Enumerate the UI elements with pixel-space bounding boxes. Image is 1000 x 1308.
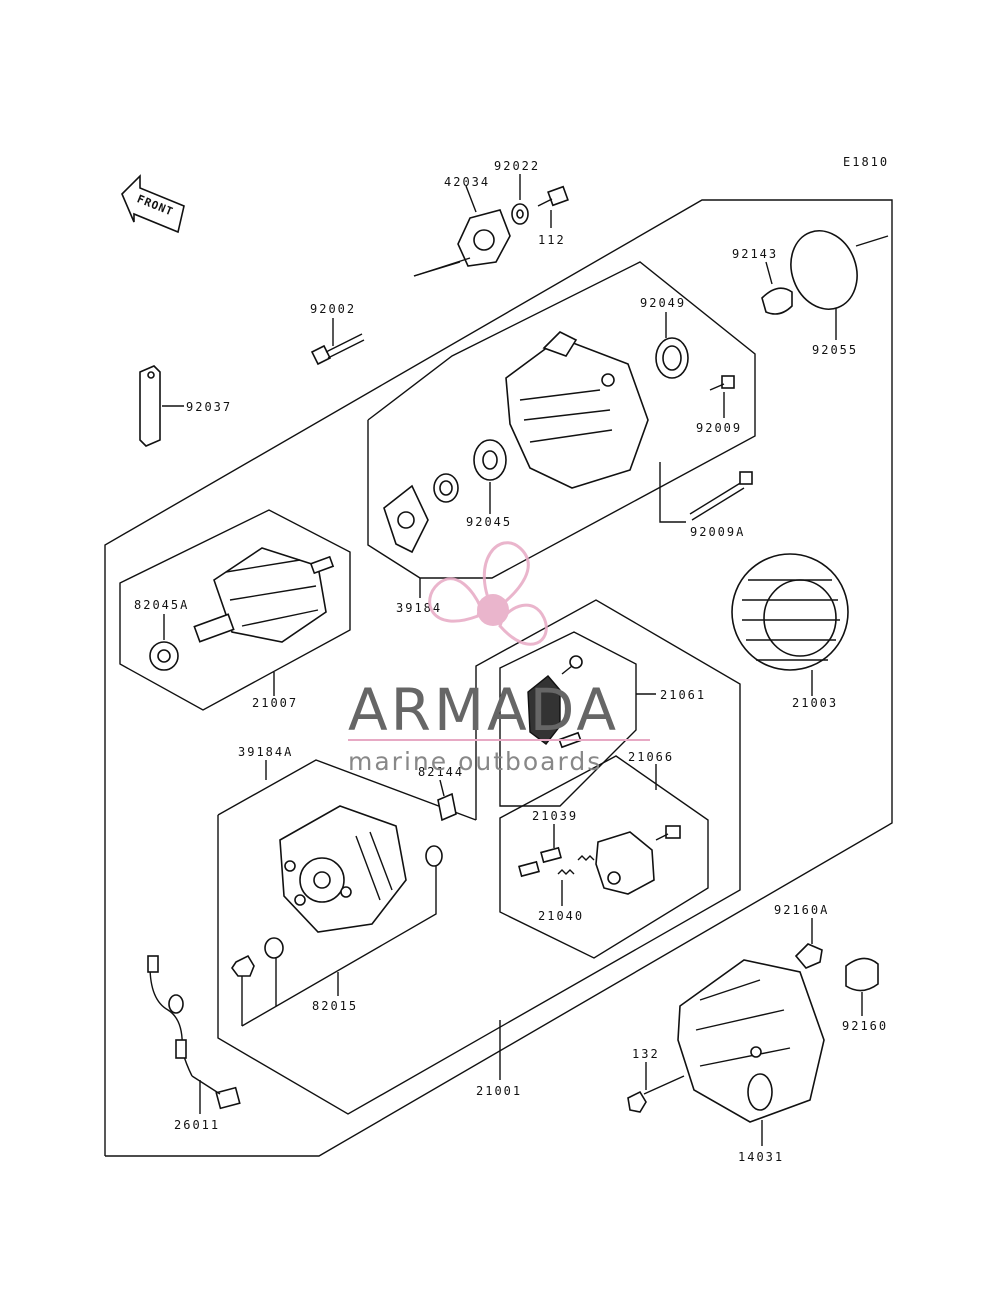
front-housing-part xyxy=(505,331,649,489)
watermark-tagline: marine outboards xyxy=(348,747,602,776)
rotor-part xyxy=(193,547,335,643)
callout-26011: 26011 xyxy=(174,1118,220,1132)
callout-82144: 82144 xyxy=(418,765,464,779)
callout-42034: 42034 xyxy=(444,175,490,189)
callout-92045: 92045 xyxy=(466,515,512,529)
cap-92143-part xyxy=(761,287,793,315)
assembly-outline-82015 xyxy=(241,864,437,1027)
bushing-92160A-part xyxy=(794,943,823,969)
bolt-92002-part xyxy=(310,333,365,366)
rear-cover-part xyxy=(677,959,825,1123)
bushing-92160-part xyxy=(845,957,879,992)
callout-92143: 92143 xyxy=(732,247,778,261)
brush-holder-part xyxy=(595,825,681,895)
callout-82045A: 82045A xyxy=(134,598,189,612)
bolt-92009A-part xyxy=(659,462,753,523)
callout-21040: 21040 xyxy=(538,909,584,923)
callout-92009: 92009 xyxy=(696,421,742,435)
callout-14031: 14031 xyxy=(738,1150,784,1164)
front-arrow-icon: FRONT xyxy=(121,174,185,234)
brush-21039-part xyxy=(518,846,595,878)
bolt-92009-part xyxy=(709,375,735,391)
watermark-brand: ARMADA xyxy=(348,676,619,744)
nut-112-part xyxy=(537,185,569,207)
callout-92002: 92002 xyxy=(310,302,356,316)
regulator-21061-part xyxy=(527,655,583,749)
callout-92009A: 92009A xyxy=(690,525,745,539)
bolt-132-part xyxy=(627,1075,685,1113)
callout-92049: 92049 xyxy=(640,296,686,310)
callout-92022: 92022 xyxy=(494,159,540,173)
retainer-plate-part xyxy=(383,484,429,554)
assembly-outline-39184A xyxy=(217,599,741,1115)
watermark: ARMADA marine outboards xyxy=(348,541,650,776)
callout-21061: 21061 xyxy=(660,688,706,702)
o-ring-92055-part xyxy=(790,230,889,310)
callout-82015: 82015 xyxy=(312,999,358,1013)
leader-lines xyxy=(162,174,863,1146)
assembly-outline-21066 xyxy=(499,755,709,959)
rear-housing-part xyxy=(279,805,407,933)
callout-132: 132 xyxy=(632,1047,660,1061)
callout-92160: 92160 xyxy=(842,1019,888,1033)
callout-21007: 21007 xyxy=(252,696,298,710)
pulley-part xyxy=(413,209,511,277)
callout-labels: 42034 92022 112 92143 92055 92002 92049 … xyxy=(134,159,888,1164)
callout-21001: 21001 xyxy=(476,1084,522,1098)
bearing-82045A-part xyxy=(149,641,179,671)
callout-92055: 92055 xyxy=(812,343,858,357)
clip-82144-part xyxy=(437,792,457,822)
callout-21003: 21003 xyxy=(792,696,838,710)
callout-92160A: 92160A xyxy=(774,903,829,917)
assembly-outline-21007 xyxy=(119,509,351,711)
propeller-logo-icon xyxy=(428,541,548,646)
nut-82015-part xyxy=(231,937,284,1026)
callout-112: 112 xyxy=(538,233,566,247)
seal-92049-part xyxy=(655,337,689,379)
cover-92037-part xyxy=(139,365,161,447)
stator-part xyxy=(731,553,849,671)
assembly-outline-21001 xyxy=(104,199,893,1157)
callout-21066: 21066 xyxy=(628,750,674,764)
callout-92037: 92037 xyxy=(186,400,232,414)
callout-21039: 21039 xyxy=(532,809,578,823)
bearing-92045-part xyxy=(433,439,507,503)
wiring-harness-part xyxy=(147,955,241,1110)
washer-92022-part xyxy=(511,203,529,225)
diagram-code: E1810 xyxy=(843,155,889,169)
assembly-outline-21061 xyxy=(499,631,637,807)
callout-39184A: 39184A xyxy=(238,745,293,759)
nut-part xyxy=(425,845,443,867)
assembly-outline-39184 xyxy=(367,261,756,579)
